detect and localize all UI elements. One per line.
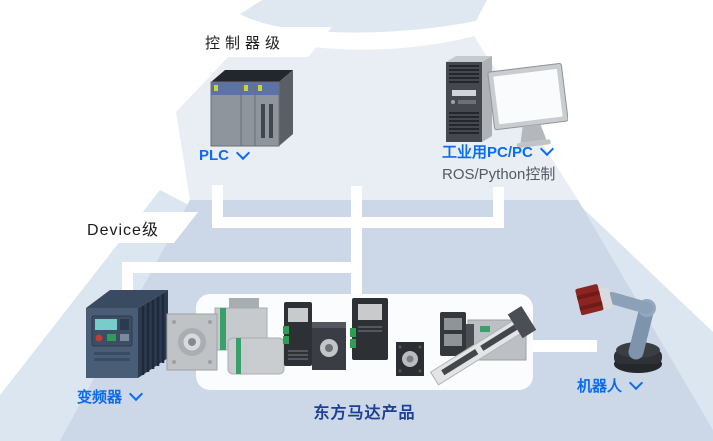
driver-image — [283, 302, 312, 366]
motor-products-image — [166, 298, 536, 386]
chevron-down-icon — [235, 145, 251, 161]
chevron-down-icon — [128, 386, 144, 402]
motor-products-title: 东方马达产品 — [313, 405, 416, 422]
connector-lines — [122, 185, 597, 352]
connector-top-bus — [212, 217, 504, 228]
plc-dropdown-link[interactable]: PLC — [199, 145, 251, 164]
chevron-down-icon — [628, 375, 644, 391]
connector-plc-drop — [212, 185, 223, 226]
connector-robot-link — [533, 340, 597, 352]
connector-pc-drop — [493, 187, 504, 226]
connector-center-trunk — [351, 186, 362, 296]
inverter-label-text: 变频器 — [77, 389, 123, 406]
device-level-label: Device级 — [87, 221, 159, 239]
robot-label-text: 机器人 — [577, 378, 623, 395]
industrial-pc-image — [446, 56, 568, 149]
plc-label-text: PLC — [199, 147, 229, 164]
controller-level-banner: 控制器级 — [170, 27, 320, 57]
chevron-down-icon — [539, 141, 554, 157]
industrial-pc-dropdown-link[interactable]: 工业用PC/PC — [442, 141, 554, 162]
controller-level-label: 控制器级 — [204, 34, 285, 52]
mini-driver-image — [440, 312, 466, 356]
stepper-motor-image — [396, 342, 424, 376]
top-swoosh-band — [240, 0, 487, 33]
linear-actuator-image — [429, 305, 536, 386]
device-level-banner: Device级 — [60, 212, 186, 243]
connector-inverter-drop — [122, 262, 133, 304]
inverter-image — [86, 290, 168, 378]
inverter-dropdown-link[interactable]: 变频器 — [77, 386, 144, 407]
connector-device-bus — [122, 262, 362, 273]
driver-with-terminals-image — [350, 298, 388, 360]
industrial-pc-label-text: 工业用PC/PC — [442, 144, 533, 161]
robot-dropdown-link[interactable]: 机器人 — [577, 375, 644, 396]
brushless-motor-image — [312, 322, 346, 370]
plc-image — [210, 70, 293, 147]
industrial-pc-sublabel: ROS/Python控制 — [442, 166, 556, 183]
robot-arm-image — [575, 284, 662, 373]
